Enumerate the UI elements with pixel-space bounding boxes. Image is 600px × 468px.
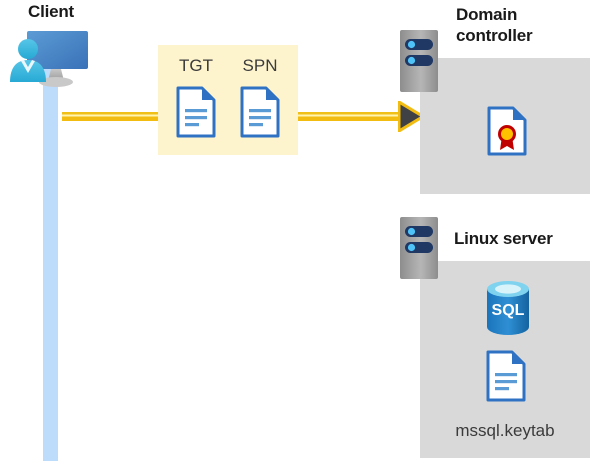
client-lifeline [43, 66, 58, 461]
user-monitor-icon [8, 27, 96, 89]
server-rack-icon-linux-server [400, 217, 438, 279]
domain-controller-title: Domain controller [456, 4, 596, 46]
token-label-spn: SPN [242, 56, 278, 75]
document-icon-keytab [486, 350, 526, 402]
linux-server-title: Linux server [454, 229, 553, 248]
client-title: Client [28, 2, 75, 21]
server-rack-icon-domain-controller [400, 30, 438, 92]
token-label-tgt: TGT [179, 56, 213, 75]
svg-text:SQL: SQL [492, 302, 525, 319]
document-icon-tgt [176, 86, 216, 138]
keytab-file-label: mssql.keytab [455, 421, 555, 440]
domain-controller-title-line2: controller [456, 26, 533, 45]
flow-arrow-shaft-left [62, 112, 160, 121]
flow-arrow-shaft-right [298, 112, 404, 121]
flow-arrow-head-icon [397, 100, 425, 133]
certificate-icon [487, 106, 527, 156]
sql-database-icon: SQL [482, 279, 534, 337]
domain-controller-title-line1: Domain [456, 5, 518, 24]
document-icon-spn [240, 86, 280, 138]
